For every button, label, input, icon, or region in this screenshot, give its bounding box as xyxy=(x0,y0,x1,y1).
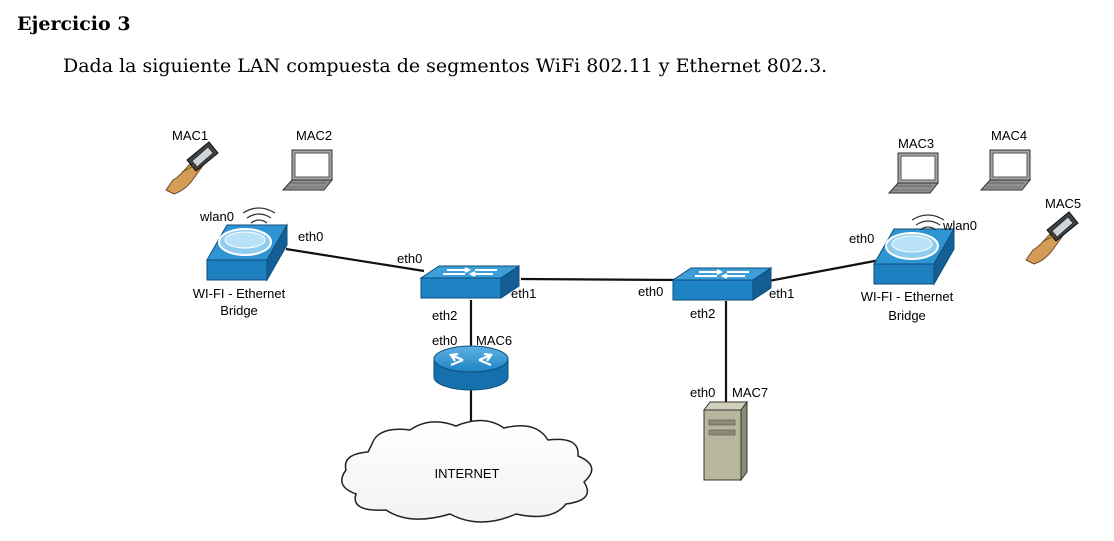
port-switch-right-eth2: eth2 xyxy=(690,306,715,321)
network-links xyxy=(285,247,881,422)
bridge-left xyxy=(206,224,288,281)
wifi-waves-left-icon xyxy=(242,207,276,224)
server xyxy=(703,400,748,482)
port-bridge-right-wlan0: wlan0 xyxy=(942,218,977,233)
port-switch-left-eth1: eth1 xyxy=(511,286,536,301)
port-switch-left-eth2: eth2 xyxy=(432,308,457,323)
port-server-eth0: eth0 xyxy=(690,385,715,400)
port-switch-right-eth0: eth0 xyxy=(638,284,663,299)
port-bridge-right-eth0: eth0 xyxy=(849,231,874,246)
link-switch-left-switch-right xyxy=(520,277,681,282)
label-mac7: MAC7 xyxy=(732,385,768,400)
switch-right xyxy=(672,267,772,301)
port-switch-left-eth0: eth0 xyxy=(397,251,422,266)
label-mac3: MAC3 xyxy=(898,136,934,151)
internet-cloud xyxy=(341,419,593,523)
label-bridge-left-line1: WI-FI - Ethernet xyxy=(193,286,286,301)
laptop-mac4-icon xyxy=(980,149,1031,191)
port-switch-right-eth1: eth1 xyxy=(769,286,794,301)
label-mac4: MAC4 xyxy=(991,128,1027,143)
label-mac2: MAC2 xyxy=(296,128,332,143)
label-bridge-right-line2: Bridge xyxy=(888,308,926,323)
switch-left xyxy=(420,265,520,299)
exercise-description: Dada la siguiente LAN compuesta de segme… xyxy=(63,55,828,77)
label-mac1: MAC1 xyxy=(172,128,208,143)
label-internet: INTERNET xyxy=(435,466,500,481)
exercise-heading: Ejercicio 3 xyxy=(17,13,131,35)
link-switch-right-bridge-right xyxy=(757,258,881,285)
label-mac5: MAC5 xyxy=(1045,196,1081,211)
port-bridge-left-eth0: eth0 xyxy=(298,229,323,244)
laptop-mac3-icon xyxy=(888,152,939,194)
port-router-eth0: eth0 xyxy=(432,333,457,348)
port-bridge-left-wlan0: wlan0 xyxy=(199,209,234,224)
label-bridge-right-line1: WI-FI - Ethernet xyxy=(861,289,954,304)
bridge-right xyxy=(873,228,955,285)
wifi-waves-right-icon xyxy=(911,214,945,231)
pda-mac1-icon xyxy=(165,141,219,195)
pda-mac5-icon xyxy=(1025,211,1079,265)
label-bridge-left-line2: Bridge xyxy=(220,303,258,318)
router xyxy=(433,345,509,391)
link-bridge-left-switch-left xyxy=(285,247,425,273)
laptop-mac2-icon xyxy=(282,149,333,191)
label-mac6: MAC6 xyxy=(476,333,512,348)
